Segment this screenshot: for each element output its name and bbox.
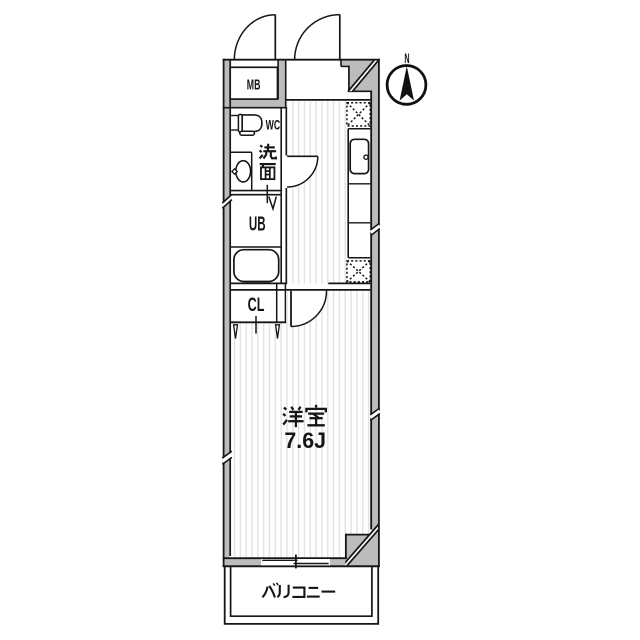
svg-text:7.6J: 7.6J (284, 428, 326, 453)
svg-text:MB: MB (247, 76, 261, 93)
svg-text:UB: UB (249, 213, 266, 235)
svg-text:CL: CL (248, 293, 265, 316)
svg-text:WC: WC (266, 119, 281, 133)
svg-text:N: N (404, 52, 409, 67)
